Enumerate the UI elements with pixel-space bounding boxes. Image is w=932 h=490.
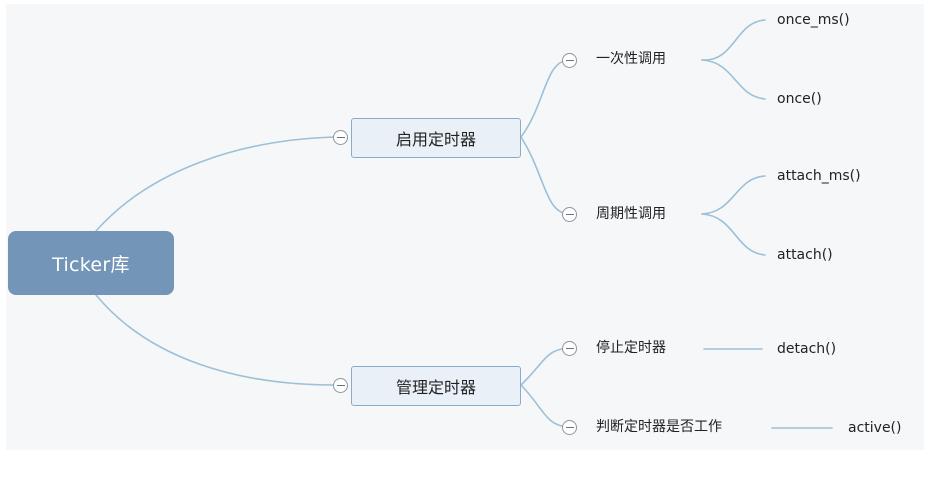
link-child1-leaf1 xyxy=(701,19,766,61)
link-branch2-child2 xyxy=(520,384,569,428)
link-child2-leaf1 xyxy=(701,175,766,215)
leaf-node-attach[interactable]: attach() xyxy=(777,247,833,263)
branch-node-enable-timer[interactable]: 启用定时器 xyxy=(351,118,521,158)
link-branch1-child2 xyxy=(520,136,569,215)
child-node-stop-timer[interactable]: 停止定时器 xyxy=(596,340,666,356)
child-node-periodic-call[interactable]: 周期性调用 xyxy=(596,206,666,222)
collapse-minus-icon[interactable] xyxy=(333,378,348,393)
root-node[interactable]: Ticker库 xyxy=(8,231,174,295)
branch-node-label: 管理定时器 xyxy=(395,378,476,397)
link-child1-leaf2 xyxy=(701,59,766,100)
branch-node-manage-timer[interactable]: 管理定时器 xyxy=(351,366,521,406)
link-branch2-child1 xyxy=(520,347,569,386)
child-node-check-timer-active[interactable]: 判断定时器是否工作 xyxy=(596,419,722,435)
leaf-node-once-ms[interactable]: once_ms() xyxy=(777,12,850,28)
leaf-node-once[interactable]: once() xyxy=(777,91,822,107)
leaf-node-detach[interactable]: detach() xyxy=(777,341,837,357)
collapse-minus-icon[interactable] xyxy=(562,341,577,356)
collapse-minus-icon[interactable] xyxy=(562,53,577,68)
collapse-minus-icon[interactable] xyxy=(333,130,348,145)
root-node-label: Ticker库 xyxy=(52,253,130,276)
leaf-node-attach-ms[interactable]: attach_ms() xyxy=(777,168,861,184)
collapse-minus-icon[interactable] xyxy=(562,207,577,222)
link-branch1-child1 xyxy=(520,59,569,138)
link-child2-leaf2 xyxy=(701,213,766,256)
leaf-node-active[interactable]: active() xyxy=(848,420,902,436)
link-root-branch-2 xyxy=(95,294,335,386)
collapse-minus-icon[interactable] xyxy=(562,420,577,435)
child-node-one-shot-call[interactable]: 一次性调用 xyxy=(596,51,666,67)
link-root-branch-1 xyxy=(95,136,335,232)
branch-node-label: 启用定时器 xyxy=(395,130,476,149)
